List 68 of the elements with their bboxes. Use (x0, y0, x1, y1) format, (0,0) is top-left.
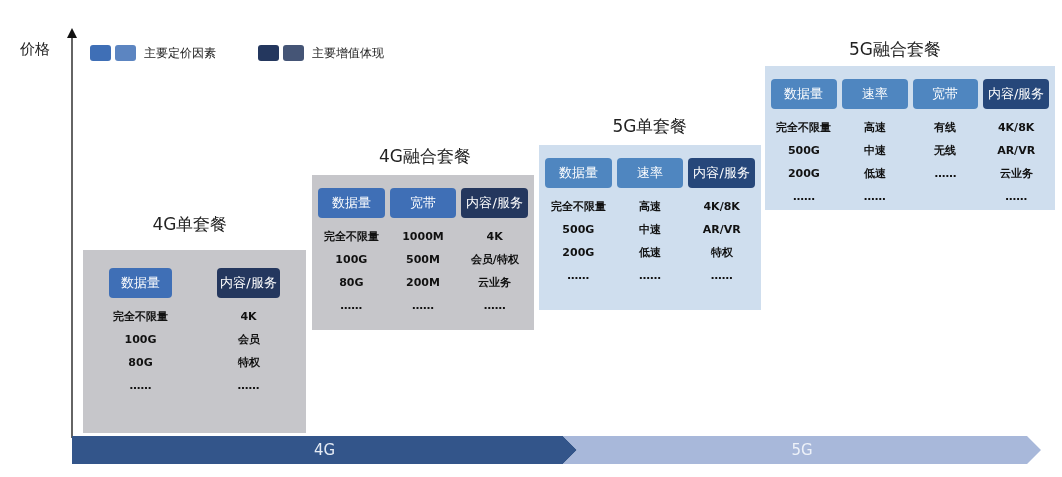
list-item: …… (482, 299, 507, 313)
panel-title: 4G融合套餐 (378, 145, 472, 168)
list-item: 高速 (862, 121, 887, 135)
list-item: 100G (123, 333, 158, 347)
list-item: …… (128, 379, 153, 393)
list-item: 云业务 (477, 276, 513, 290)
category-tag: 内容/服务 (688, 158, 755, 188)
list-item: …… (791, 190, 816, 204)
list-item: …… (709, 269, 734, 283)
stage-label: 5G (790, 441, 814, 459)
list-item: 500G (561, 223, 596, 237)
panel-title: 5G单套餐 (611, 115, 689, 138)
stage-label: 4G (312, 441, 337, 459)
category-tag: 数据量 (109, 268, 172, 298)
list-item: 4K (485, 230, 504, 244)
list-item: 高速 (638, 200, 662, 214)
list-item: 500M (405, 253, 441, 267)
list-item: 80G (127, 356, 154, 370)
list-item: 80G (338, 276, 365, 290)
list-item: 会员/特权 (469, 253, 520, 267)
list-item: 低速 (638, 246, 662, 260)
panel-title: 5G融合套餐 (848, 38, 942, 61)
category-tag: 内容/服务 (983, 79, 1049, 109)
category-tag: 数据量 (545, 158, 612, 188)
list-item: …… (566, 269, 591, 283)
category-tag: 内容/服务 (217, 268, 280, 298)
category-tag: 内容/服务 (461, 188, 528, 218)
list-item: 100G (334, 253, 369, 267)
list-item: …… (339, 299, 364, 313)
panel-title: 4G单套餐 (151, 213, 229, 236)
list-item: 4K (239, 310, 258, 324)
category-tag: 数据量 (318, 188, 385, 218)
list-item: 完全不限量 (322, 230, 380, 244)
list-item: AR/VR (701, 223, 742, 237)
category-tag: 宽带 (912, 79, 979, 109)
list-item: 中速 (862, 144, 887, 158)
list-item: …… (1004, 190, 1029, 204)
list-item: 200G (786, 167, 821, 181)
list-item: 有线 (933, 121, 958, 135)
list-item: 特权 (709, 246, 734, 260)
list-item: 完全不限量 (112, 310, 169, 324)
list-item: …… (411, 299, 435, 313)
legend-text: 主要增值体现 (312, 45, 384, 62)
category-tag: 速率 (616, 158, 684, 188)
axis-label: 价格 (20, 40, 50, 59)
list-item: 200G (561, 246, 596, 260)
list-item: 完全不限量 (775, 121, 833, 135)
list-item: …… (236, 379, 261, 393)
list-item: AR/VR (996, 144, 1037, 158)
list-item: 1000M (401, 230, 445, 244)
list-item: 云业务 (998, 167, 1034, 181)
list-item: …… (862, 190, 887, 204)
list-item: 中速 (638, 223, 662, 237)
legend-text: 主要定价因素 (144, 45, 216, 62)
list-item: 4K/8K (702, 200, 741, 214)
list-item: 特权 (236, 356, 261, 370)
list-item: 4K/8K (996, 121, 1036, 135)
list-item: …… (933, 167, 958, 181)
list-item: 200M (405, 276, 441, 290)
list-item: …… (638, 269, 662, 283)
list-item: 低速 (862, 167, 887, 181)
list-item: 会员 (236, 333, 261, 347)
category-tag: 速率 (841, 79, 908, 109)
category-tag: 宽带 (389, 188, 457, 218)
list-item: 500G (786, 144, 821, 158)
list-item: 完全不限量 (549, 200, 607, 214)
list-item: 无线 (933, 144, 958, 158)
category-tag: 数据量 (771, 79, 837, 109)
